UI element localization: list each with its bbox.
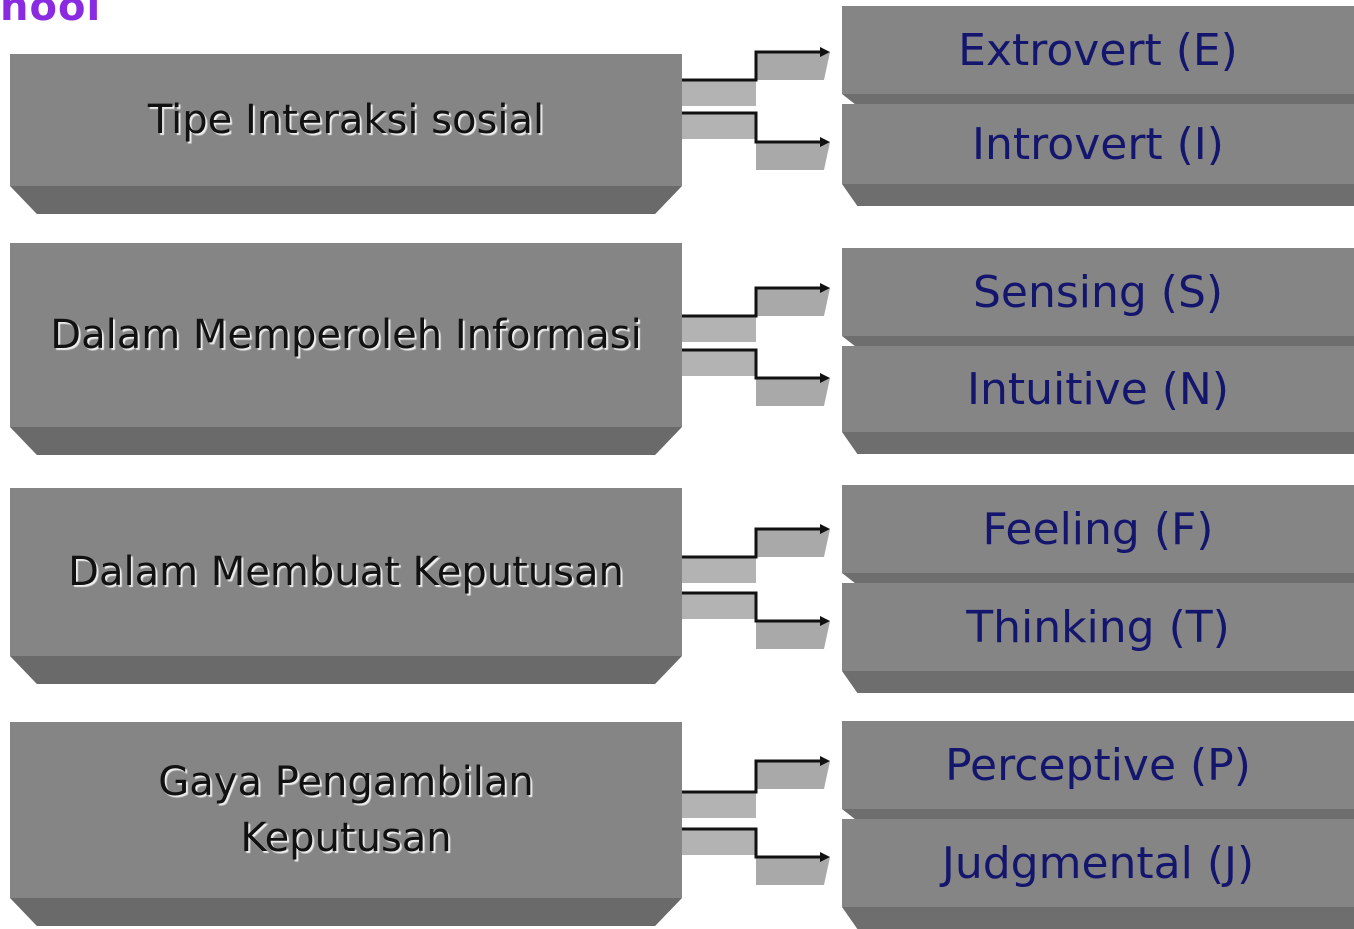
connector-line — [682, 527, 822, 559]
arrowhead-icon — [820, 47, 830, 57]
option-box-perceptive: Perceptive (P) — [842, 721, 1354, 821]
connector-line — [682, 50, 822, 82]
option-label: Introvert (I) — [972, 118, 1224, 170]
connector-band — [756, 529, 830, 557]
option-bevel — [842, 184, 1354, 206]
option-box-extrovert: Extrovert (E) — [842, 6, 1354, 106]
connector-band — [682, 80, 756, 106]
option-box-thinking: Thinking (T) — [842, 583, 1354, 693]
arrowhead-icon — [820, 283, 830, 293]
option-label: Extrovert (E) — [958, 24, 1238, 76]
category-box-2: Dalam Memperoleh Informasi — [10, 243, 682, 455]
connector-line — [682, 348, 822, 380]
category-box-1: Tipe Interaksi sosial — [10, 54, 682, 214]
connector-band — [756, 52, 830, 80]
header-fragment: hool — [0, 0, 102, 30]
category-bevel — [10, 427, 682, 455]
option-bevel — [842, 671, 1354, 693]
option-bevel — [842, 573, 1354, 585]
connector-band — [756, 857, 830, 885]
arrowhead-icon — [820, 524, 830, 534]
category-label: Dalam Memperoleh Informasi — [50, 312, 642, 358]
connector-band — [682, 829, 756, 855]
connector-band — [682, 113, 756, 139]
option-bevel — [842, 432, 1354, 454]
option-label: Thinking (T) — [966, 601, 1230, 653]
category-box-3: Dalam Membuat Keputusan — [10, 488, 682, 684]
connector-line — [682, 759, 822, 794]
option-box-feeling: Feeling (F) — [842, 485, 1354, 585]
option-bevel — [842, 94, 1354, 106]
connector-band — [682, 593, 756, 619]
connector-line — [682, 827, 822, 859]
connector-line — [682, 591, 822, 623]
connector-band — [756, 761, 830, 789]
option-box-judgmental: Judgmental (J) — [842, 819, 1354, 929]
option-label: Intuitive (N) — [966, 363, 1230, 415]
connector-band — [756, 378, 830, 406]
option-box-sensing: Sensing (S) — [842, 248, 1354, 348]
option-label: Sensing (S) — [972, 266, 1224, 318]
connector-line — [682, 286, 822, 318]
option-label: Perceptive (P) — [945, 739, 1251, 791]
option-bevel — [842, 336, 1354, 348]
connector-band — [682, 316, 756, 342]
category-label: Tipe Interaksi sosial — [147, 97, 545, 143]
category-bevel — [10, 186, 682, 214]
connector-band — [682, 350, 756, 376]
connector-line — [682, 111, 822, 144]
connector-band — [756, 288, 830, 316]
category-label: Dalam Membuat Keputusan — [68, 549, 624, 595]
connector-band — [756, 621, 830, 649]
arrowhead-icon — [820, 616, 830, 626]
option-box-introvert: Introvert (I) — [842, 104, 1354, 206]
arrowhead-icon — [820, 852, 830, 862]
arrowhead-icon — [820, 756, 830, 766]
category-bevel — [10, 656, 682, 684]
option-box-intuitive: Intuitive (N) — [842, 346, 1354, 454]
option-label: Judgmental (J) — [941, 837, 1255, 889]
option-bevel — [842, 809, 1354, 821]
arrowhead-icon — [820, 373, 830, 383]
option-bevel — [842, 907, 1354, 929]
arrowhead-icon — [820, 137, 830, 147]
connector-band — [756, 142, 830, 170]
category-box-4: Gaya Pengambilan Keputusan — [10, 722, 682, 926]
connector-band — [682, 792, 756, 818]
category-label: Gaya Pengambilan Keputusan — [158, 759, 534, 861]
category-bevel — [10, 898, 682, 926]
option-label: Feeling (F) — [982, 503, 1214, 555]
connector-band — [682, 557, 756, 583]
